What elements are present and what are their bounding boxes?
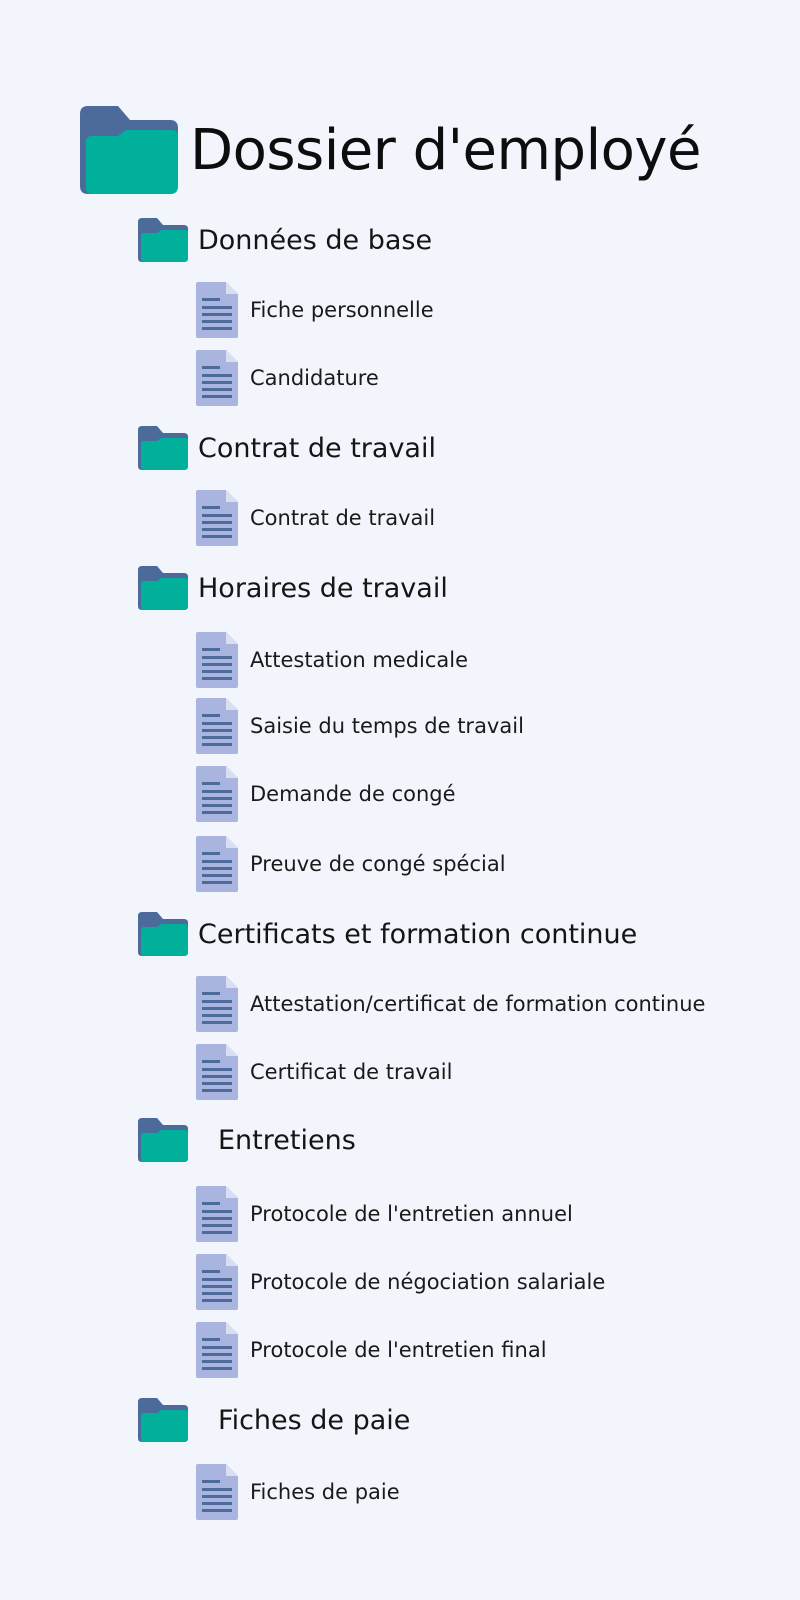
folder-contrat-de-travail[interactable]: Contrat de travail <box>138 426 436 470</box>
document-icon <box>196 698 238 754</box>
folder-label: Entretiens <box>218 1124 356 1156</box>
file-label: Protocole de l'entretien annuel <box>250 1202 573 1226</box>
folder-label: Certificats et formation continue <box>198 918 638 950</box>
folder-icon <box>138 1118 188 1162</box>
folder-donnees-de-base[interactable]: Données de base <box>138 218 432 262</box>
folder-icon <box>80 106 178 195</box>
file-certificat-de-travail[interactable]: Certificat de travail <box>196 1044 452 1100</box>
document-icon <box>196 350 238 406</box>
document-icon <box>196 1044 238 1100</box>
document-icon <box>196 836 238 892</box>
document-icon <box>196 282 238 338</box>
file-label: Protocole de l'entretien final <box>250 1338 547 1362</box>
file-contrat-de-travail[interactable]: Contrat de travail <box>196 490 435 546</box>
folder-certificats-et-formation-continue[interactable]: Certificats et formation continue <box>138 912 637 956</box>
document-icon <box>196 490 238 546</box>
folder-label: Horaires de travail <box>198 572 448 604</box>
document-icon <box>196 1322 238 1378</box>
file-label: Attestation medicale <box>250 648 469 672</box>
folder-label: Données de base <box>198 224 433 256</box>
file-attestation-medicale[interactable]: Attestation medicale <box>196 632 468 688</box>
folder-entretiens[interactable]: Entretiens <box>138 1118 356 1162</box>
file-fiche-personnelle[interactable]: Fiche personnelle <box>196 282 434 338</box>
file-candidature[interactable]: Candidature <box>196 350 379 406</box>
file-protocole-entretien-final[interactable]: Protocole de l'entretien final <box>196 1322 547 1378</box>
document-icon <box>196 632 238 688</box>
folder-icon <box>138 426 188 470</box>
folder-fiches-de-paie[interactable]: Fiches de paie <box>138 1398 410 1442</box>
file-label: Fiches de paie <box>250 1480 400 1504</box>
file-saisie-du-temps-de-travail[interactable]: Saisie du temps de travail <box>196 698 524 754</box>
folder-icon <box>138 912 188 956</box>
file-label: Demande de congé <box>250 782 456 806</box>
file-label: Protocole de négociation salariale <box>250 1270 606 1294</box>
document-icon <box>196 1254 238 1310</box>
file-preuve-de-conge-special[interactable]: Preuve de congé spécial <box>196 836 506 892</box>
file-protocole-entretien-annuel[interactable]: Protocole de l'entretien annuel <box>196 1186 573 1242</box>
file-label: Fiche personnelle <box>250 298 434 322</box>
file-label: Saisie du temps de travail <box>250 714 524 738</box>
folder-label: Contrat de travail <box>198 432 436 464</box>
page-title: Dossier d'employé <box>190 117 701 183</box>
file-attestation-certificat-formation-continue[interactable]: Attestation/certificat de formation cont… <box>196 976 705 1032</box>
document-icon <box>196 1186 238 1242</box>
folder-horaires-de-travail[interactable]: Horaires de travail <box>138 566 448 610</box>
folder-icon <box>138 1398 188 1442</box>
file-label: Attestation/certificat de formation cont… <box>250 992 706 1016</box>
document-icon <box>196 1464 238 1520</box>
file-label: Contrat de travail <box>250 506 436 530</box>
folder-label: Fiches de paie <box>218 1404 411 1436</box>
file-protocole-negociation-salariale[interactable]: Protocole de négociation salariale <box>196 1254 605 1310</box>
file-label: Certificat de travail <box>250 1060 453 1084</box>
folder-icon <box>138 566 188 610</box>
document-icon <box>196 766 238 822</box>
file-label: Preuve de congé spécial <box>250 852 506 876</box>
file-fiches-de-paie[interactable]: Fiches de paie <box>196 1464 400 1520</box>
file-demande-de-conge[interactable]: Demande de congé <box>196 766 456 822</box>
document-icon <box>196 976 238 1032</box>
folder-icon <box>138 218 188 262</box>
page-title-row: Dossier d'employé <box>80 80 701 220</box>
file-label: Candidature <box>250 366 379 390</box>
